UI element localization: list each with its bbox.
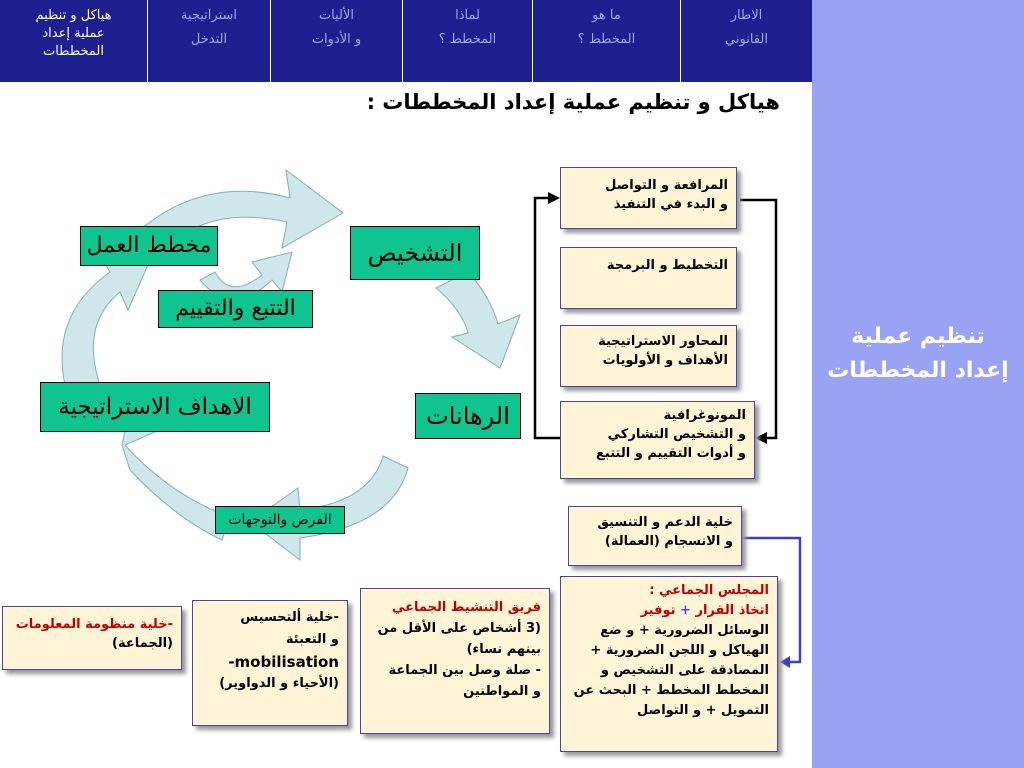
animation-text: و المواطنين	[463, 684, 541, 699]
animation-team: فريق التنشيط الجماعي (3 أشخاص على الأقل …	[360, 588, 550, 734]
step-advocacy: المرافعة و التواصل و البدء في التنفيذ	[560, 167, 737, 229]
tab-label: المخططات	[42, 44, 104, 59]
step-text: و أدوات التقييم و التتبع	[596, 446, 746, 461]
support-text: خلية الدعم و التنسيق	[597, 515, 733, 530]
council-text: توفير	[640, 603, 681, 618]
step-monograph: المونوغرافية و التشخيص التشاركي و أدوات …	[560, 401, 755, 479]
cycle-box-action-plan: مخطط العمل	[80, 226, 218, 266]
step-text: التخطيط و البرمجة	[606, 258, 728, 273]
step-text: و البدء في التنفيذ	[613, 197, 728, 212]
cycle-box-strategic-goals: الاهداف الاستراتيجية	[40, 382, 270, 432]
council-title: المجلس الجماعي :	[649, 583, 769, 598]
tab-label: المخطط ؟	[438, 32, 497, 47]
municipal-council: المجلس الجماعي : اتخاذ القرار + توفير ال…	[560, 576, 778, 752]
step-text: المرافعة و التواصل	[605, 178, 728, 193]
tab-label: و الأدوات	[311, 32, 362, 47]
council-text: التمويل + و التواصل	[637, 703, 769, 718]
top-nav: هياكل و تنظيم عملية إعداد المخططات استرا…	[0, 0, 812, 82]
tab-label: المخطط ؟	[577, 32, 636, 47]
tab-label: استراتيجية	[180, 8, 238, 23]
tab-label: عملية إعداد	[42, 26, 105, 41]
support-cell: خلية الدعم و التنسيق و الانسجام (العمالة…	[568, 506, 742, 566]
tab-legal-framework[interactable]: الاطار القانوني	[680, 0, 812, 82]
step-planning: التخطيط و البرمجة	[560, 247, 737, 309]
animation-text: (3 أشخاص على الأقل من	[377, 621, 541, 636]
tab-strategy[interactable]: استراتيجية التدخل	[147, 0, 270, 82]
sidebar-panel	[812, 0, 1024, 768]
support-text: و الانسجام (العمالة)	[604, 534, 733, 549]
cycle-box-opportunities: الفرص والتوجهات	[215, 506, 345, 534]
tab-why-plan[interactable]: لماذا المخطط ؟	[402, 0, 532, 82]
sidebar-title-line: إعداد المخططات	[827, 358, 1009, 383]
connector-support-council	[740, 536, 802, 664]
sidebar-title: تنظيم عملية إعداد المخططات	[812, 320, 1024, 388]
council-text: اتخاذ القرار	[695, 603, 769, 618]
awareness-cell: -خلية ألتحسيس و التعبئة mobilisation- (ا…	[192, 600, 348, 726]
council-text: الهياكل و اللجن الضرورية +	[590, 643, 769, 658]
council-text: +	[680, 603, 691, 618]
step-text: و التشخيص التشاركي	[607, 427, 746, 442]
awareness-text: -خلية ألتحسيس	[240, 610, 339, 625]
step-text: الأهداف و الأولويات	[602, 353, 728, 368]
information-cell: -خلية منظومة المعلومات (الجماعة)	[2, 606, 182, 670]
animation-text: بينهم نساء)	[466, 642, 541, 657]
info-text: -خلية منظومة المعلومات	[15, 617, 173, 632]
awareness-text: (الأحياء و الدواوير)	[219, 676, 339, 691]
arrow-left	[61, 254, 149, 386]
page-title: هياكل و تنظيم عملية إعداد المخططات :	[366, 90, 780, 114]
cycle-box-monitoring: التتبع والتقييم	[158, 290, 313, 328]
arrowhead-top	[548, 192, 560, 204]
tab-label: الأليات	[318, 8, 355, 23]
council-text: الوسائل الضرورية + و ضع	[600, 623, 769, 638]
connector-left-bracket	[533, 196, 560, 440]
awareness-text: mobilisation-	[228, 653, 339, 671]
sidebar-title-line: تنظيم عملية	[851, 324, 985, 349]
awareness-text: و التعبئة	[285, 632, 339, 647]
tab-structures[interactable]: هياكل و تنظيم عملية إعداد المخططات	[0, 0, 147, 82]
council-text: المصادقة على التشخيص و	[600, 663, 769, 678]
council-text: المخطط المخطط + البحث عن	[573, 683, 769, 698]
tab-label: التدخل	[190, 32, 228, 47]
animation-title: فريق التنشيط الجماعي	[392, 600, 541, 615]
tab-mechanisms[interactable]: الأليات و الأدوات	[270, 0, 402, 82]
tab-label: القانوني	[725, 32, 768, 47]
step-text: المحاور الاستراتيجية	[598, 334, 728, 349]
connector-right-bracket	[740, 198, 778, 440]
tab-label: الاطار	[730, 8, 763, 23]
step-axes: المحاور الاستراتيجية الأهداف و الأولويات	[560, 325, 737, 387]
step-text: المونوغرافية	[663, 408, 746, 423]
tab-label: هياكل و تنظيم	[35, 8, 112, 23]
cycle-box-stakes: الرهانات	[415, 393, 521, 439]
animation-text: - صلة وصل بين الجماعة	[388, 663, 541, 678]
arrow-right-down	[435, 271, 521, 369]
arrowhead-council	[780, 656, 790, 668]
tab-label: ما هو	[592, 8, 621, 23]
arrowhead-bottom	[755, 432, 767, 444]
tab-label: لماذا	[455, 8, 480, 23]
cycle-box-diagnosis: التشخيص	[350, 226, 480, 280]
info-text: (الجماعة)	[112, 636, 173, 651]
tab-what-plan[interactable]: ما هو المخطط ؟	[532, 0, 680, 82]
